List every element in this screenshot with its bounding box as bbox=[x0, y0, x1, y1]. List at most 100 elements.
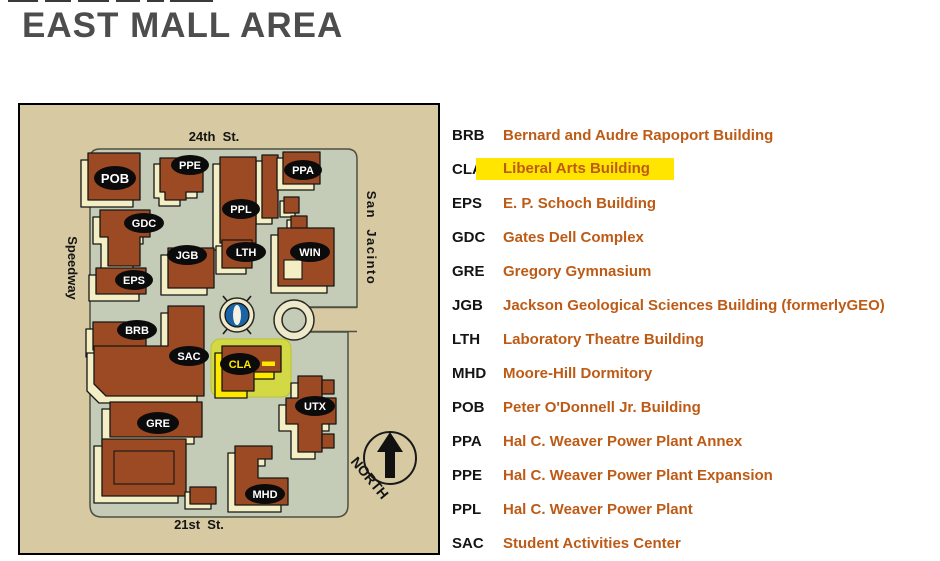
building-mhd[interactable]: MHD bbox=[227, 445, 289, 513]
legend-row-lth: LTH Laboratory Theatre Building bbox=[452, 322, 932, 356]
legend-row-ppa: PPA Hal C. Weaver Power Plant Annex bbox=[452, 424, 932, 458]
building-ppl[interactable]: PPL bbox=[212, 156, 260, 251]
legend-code: PPL bbox=[452, 500, 482, 518]
street-label-24th: 24th St. bbox=[189, 129, 240, 144]
building-win-courtyard bbox=[283, 259, 303, 280]
building-eps-label: EPS bbox=[123, 275, 145, 287]
legend-row-ppe: PPE Hal C. Weaver Power Plant Expansion bbox=[452, 458, 932, 492]
building-gre-roof-ridge bbox=[113, 450, 175, 485]
north-indicator: NORTH bbox=[348, 431, 417, 502]
building-gre-label-bg bbox=[137, 412, 179, 434]
legend-row-pob: POB Peter O'Donnell Jr. Building bbox=[452, 390, 932, 424]
building-win-label: WIN bbox=[299, 247, 320, 259]
legend-code: PPE bbox=[452, 466, 483, 484]
legend-name-link-highlighted[interactable]: Liberal Arts Building bbox=[476, 158, 674, 180]
building-brb-label-bg bbox=[117, 320, 157, 340]
building-ppa-label: PPA bbox=[292, 165, 314, 177]
cropped-text-artifact bbox=[116, 0, 140, 2]
legend-name-link[interactable]: Hal C. Weaver Power Plant Expansion bbox=[503, 466, 773, 484]
building-mhd-label-bg bbox=[245, 484, 285, 504]
building-lth[interactable]: LTH bbox=[215, 239, 266, 275]
building-eps-label-bg bbox=[115, 270, 153, 290]
building-gre-lower bbox=[101, 438, 187, 497]
legend-code: PPA bbox=[452, 432, 482, 450]
legend-name-link[interactable]: Bernard and Audre Rapoport Building bbox=[503, 126, 774, 144]
building-utx[interactable]: UTX bbox=[278, 375, 337, 460]
legend-name-link[interactable]: Gregory Gymnasium bbox=[503, 262, 652, 280]
building-ppa-label-bg bbox=[284, 160, 322, 180]
cropped-text-artifact bbox=[147, 0, 164, 2]
legend-row-brb: BRB Bernard and Audre Rapoport Building bbox=[452, 118, 932, 152]
building-utx-label-bg bbox=[295, 396, 335, 416]
building-sac[interactable]: SAC bbox=[86, 305, 209, 404]
cropped-text-artifact bbox=[45, 0, 71, 2]
cropped-text-artifact bbox=[8, 0, 38, 2]
building-ppa[interactable]: PPA bbox=[276, 151, 322, 191]
building-pob[interactable]: POB bbox=[80, 152, 141, 208]
legend-code: BRB bbox=[452, 126, 485, 144]
cropped-text-artifact bbox=[170, 0, 213, 2]
legend-code: EPS bbox=[452, 194, 483, 212]
small-building-row bbox=[184, 486, 217, 510]
building-ppl-label-bg bbox=[222, 199, 260, 219]
legend-name-link[interactable]: Moore-Hill Dormitory bbox=[503, 364, 653, 382]
legend-row-cla-highlighted: CLA Liberal Arts Building bbox=[452, 152, 932, 186]
building-mhd-label: MHD bbox=[252, 489, 277, 501]
building-utx-arm bbox=[321, 433, 335, 449]
legend-code: JGB bbox=[452, 296, 483, 314]
building-utx-label: UTX bbox=[304, 401, 327, 413]
legend-name-link[interactable]: Gates Dell Complex bbox=[503, 228, 644, 246]
legend-name-link[interactable]: Student Activities Center bbox=[503, 534, 681, 552]
building-cla-highlighted[interactable]: CLA bbox=[210, 338, 292, 399]
legend-name-link[interactable]: Hal C. Weaver Power Plant bbox=[503, 500, 693, 518]
cla-highlight-dash bbox=[262, 361, 275, 366]
legend-name-link[interactable]: Jackson Geological Sciences Building (fo… bbox=[503, 296, 885, 314]
legend-code: CLA bbox=[452, 160, 483, 178]
building-legend: BRB Bernard and Audre Rapoport Building … bbox=[452, 118, 932, 560]
building-ppe-label: PPE bbox=[179, 160, 201, 172]
north-arrow-icon bbox=[377, 432, 403, 478]
traffic-circle-icon bbox=[273, 299, 315, 341]
building-gdc-label-bg bbox=[124, 213, 164, 233]
building-lth-label: LTH bbox=[236, 247, 257, 259]
building-gdc-label: GDC bbox=[132, 218, 157, 230]
building-gre-label: GRE bbox=[146, 418, 170, 430]
building-cla-label-bg bbox=[220, 353, 260, 375]
cropped-text-artifact bbox=[78, 0, 109, 2]
building-ppa-annex-wing bbox=[255, 154, 279, 225]
building-brb-label: BRB bbox=[125, 325, 149, 337]
building-lth-label-bg bbox=[226, 242, 266, 262]
building-pob-label: POB bbox=[101, 171, 129, 186]
legend-name-link[interactable]: Hal C. Weaver Power Plant Annex bbox=[503, 432, 743, 450]
campus-map: POB PPE PPA PPL GDC JGB bbox=[18, 103, 440, 555]
legend-name-link[interactable]: Peter O'Donnell Jr. Building bbox=[503, 398, 701, 416]
legend-code: GDC bbox=[452, 228, 486, 246]
building-eps[interactable]: EPS bbox=[88, 267, 153, 302]
building-sac-shape bbox=[93, 305, 205, 397]
legend-row-jgb: JGB Jackson Geological Sciences Building… bbox=[452, 288, 932, 322]
building-ppe[interactable]: PPE bbox=[153, 155, 209, 207]
legend-code: POB bbox=[452, 398, 485, 416]
building-gdc[interactable]: GDC bbox=[92, 209, 164, 274]
legend-row-sac: SAC Student Activities Center bbox=[452, 526, 932, 560]
legend-name-link[interactable]: E. P. Schoch Building bbox=[503, 194, 657, 212]
building-jgb-label: JGB bbox=[176, 250, 199, 262]
building-ppe-label-bg bbox=[171, 155, 209, 175]
legend-code: SAC bbox=[452, 534, 484, 552]
building-utx-arm bbox=[321, 379, 335, 395]
building-win[interactable]: WIN bbox=[270, 227, 335, 294]
legend-name-link[interactable]: Laboratory Theatre Building bbox=[503, 330, 704, 348]
street-label-san-jacinto: San Jacinto bbox=[364, 191, 379, 286]
legend-code: GRE bbox=[452, 262, 485, 280]
page-title: EAST MALL AREA bbox=[22, 6, 344, 45]
building-sac-label-bg bbox=[169, 346, 209, 366]
building-pob-label-bg bbox=[94, 166, 136, 190]
building-ppl-label: PPL bbox=[230, 204, 252, 216]
building-win-label-bg bbox=[290, 242, 330, 262]
building-gre[interactable]: GRE bbox=[93, 401, 203, 504]
building-jgb-label-bg bbox=[167, 245, 207, 265]
legend-code: LTH bbox=[452, 330, 481, 348]
legend-row-gre: GRE Gregory Gymnasium bbox=[452, 254, 932, 288]
building-jgb[interactable]: JGB bbox=[160, 245, 215, 296]
building-sac-label: SAC bbox=[177, 351, 200, 363]
